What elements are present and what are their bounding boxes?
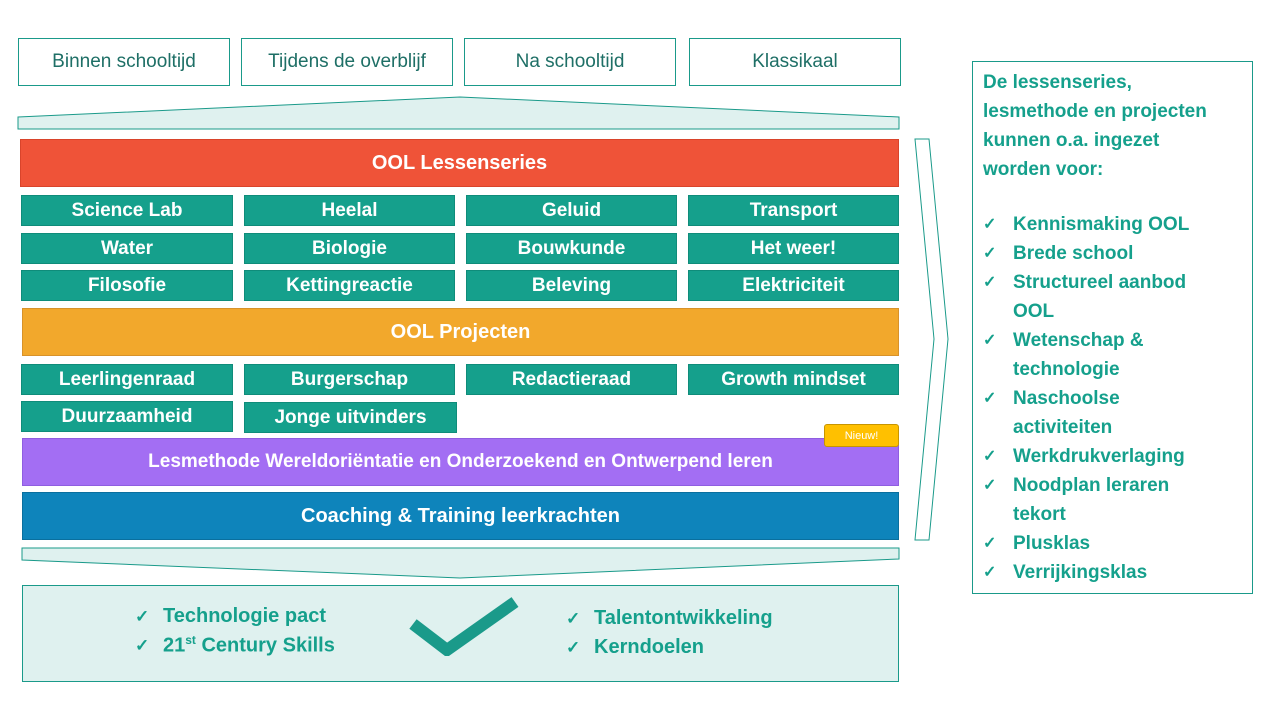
check-icon: ✓	[135, 635, 150, 655]
sidebar-item-label: Plusklas	[1013, 533, 1091, 554]
tile-burgerschap: Burgerschap	[244, 364, 455, 395]
sidebar-item: ✓ Wetenschap & technologie	[983, 326, 1242, 384]
top-chevron-band	[17, 96, 900, 130]
tab-na-schooltijd: Na schooltijd	[464, 38, 676, 86]
tile-kettingreactie: Kettingreactie	[244, 270, 455, 301]
check-icon: ✓	[983, 535, 997, 552]
sidebar-item: ✓ Noodplan leraren tekort	[983, 471, 1242, 529]
check-icon: ✓	[983, 448, 997, 465]
outcome-item-technologie-pact: ✓ Technologie pact	[135, 602, 335, 631]
tab-klassikaal: Klassikaal	[689, 38, 901, 86]
sidebar-title: De lessenseries, lesmethode en projecten…	[983, 72, 1207, 180]
tab-tijdens-de-overblijf: Tijdens de overblijf	[241, 38, 453, 86]
check-icon: ✓	[135, 606, 150, 626]
tab-binnen-schooltijd: Binnen schooltijd	[18, 38, 230, 86]
lessenseries-bar: OOL Lessenseries	[20, 139, 899, 187]
tile-elektriciteit: Elektriciteit	[688, 270, 899, 301]
tile-geluid: Geluid	[466, 195, 677, 226]
tile-het-weer: Het weer!	[688, 233, 899, 264]
sidebar-item: ✓ Verrijkingsklas	[983, 558, 1242, 587]
check-icon: ✓	[566, 637, 581, 657]
sidebar-item-label: Structureel aanbod OOL	[1013, 272, 1187, 322]
outcome-item-label: Kerndoelen	[594, 636, 705, 658]
check-icon: ✓	[983, 564, 997, 581]
outcome-item-label: Talentontwikkeling	[594, 607, 773, 629]
outcome-item-talentontwikkeling: ✓ Talentontwikkeling	[566, 604, 773, 633]
tile-growth-mindset: Growth mindset	[688, 364, 899, 395]
tile-leerlingenraad: Leerlingenraad	[21, 364, 233, 395]
outcome-left-list: ✓ Technologie pact ✓ 21st Century Skills	[135, 602, 335, 660]
sidebar-item-label: Wetenschap & technologie	[1013, 330, 1144, 380]
sidebar-item: ✓ Plusklas	[983, 529, 1242, 558]
bottom-chevron-band	[21, 547, 900, 579]
tile-heelal: Heelal	[244, 195, 455, 226]
tile-redactieraad: Redactieraad	[466, 364, 677, 395]
sidebar-item: ✓ Naschoolse activiteiten	[983, 384, 1242, 442]
lesmethode-bar: Lesmethode Wereldoriëntatie en Onderzoek…	[22, 438, 899, 486]
outcome-box: ✓ Technologie pact ✓ 21st Century Skills…	[22, 585, 899, 682]
outcome-right-list: ✓ Talentontwikkeling ✓ Kerndoelen	[566, 604, 773, 662]
outcome-item-label: 21st Century Skills	[163, 633, 335, 657]
outcome-item-kerndoelen: ✓ Kerndoelen	[566, 633, 773, 662]
projecten-bar: OOL Projecten	[22, 308, 899, 356]
sidebar-item: ✓ Structureel aanbod OOL	[983, 268, 1242, 326]
sidebar-item-label: Naschoolse activiteiten	[1013, 388, 1120, 438]
check-icon: ✓	[983, 477, 997, 494]
sidebar-item-label: Brede school	[1013, 243, 1134, 264]
tile-filosofie: Filosofie	[21, 270, 233, 301]
usage-sidebar: De lessenseries, lesmethode en projecten…	[972, 61, 1253, 594]
check-icon: ✓	[983, 390, 997, 407]
sidebar-item-label: Noodplan leraren tekort	[1013, 475, 1170, 525]
sidebar-item: ✓ Werkdrukverlaging	[983, 442, 1242, 471]
check-icon: ✓	[983, 332, 997, 349]
tile-jonge-uitvinders: Jonge uitvinders	[244, 402, 457, 433]
sidebar-list: ✓ Kennismaking OOL ✓ Brede school ✓ Structure…	[983, 210, 1242, 587]
sidebar-item: ✓ Kennismaking OOL	[983, 210, 1242, 239]
outcome-item-label: Technologie pact	[163, 605, 326, 627]
sidebar-item-label: Verrijkingsklas	[1013, 562, 1148, 583]
sidebar-item: ✓ Brede school	[983, 239, 1242, 268]
new-badge: Nieuw!	[824, 424, 899, 447]
sidebar-item-label: Kennismaking OOL	[1013, 214, 1190, 235]
tile-beleving: Beleving	[466, 270, 677, 301]
tile-science-lab: Science Lab	[21, 195, 233, 226]
tile-duurzaamheid: Duurzaamheid	[21, 401, 233, 432]
check-icon: ✓	[983, 216, 997, 233]
right-chevron-arrow	[914, 138, 949, 541]
check-icon: ✓	[566, 608, 581, 628]
tile-biologie: Biologie	[244, 233, 455, 264]
check-icon: ✓	[983, 274, 997, 291]
tile-transport: Transport	[688, 195, 899, 226]
sidebar-item-label: Werkdrukverlaging	[1013, 446, 1185, 467]
large-check-icon	[409, 597, 519, 656]
tile-water: Water	[21, 233, 233, 264]
tile-bouwkunde: Bouwkunde	[466, 233, 677, 264]
coaching-bar: Coaching & Training leerkrachten	[22, 492, 899, 540]
outcome-item-21st-century-skills: ✓ 21st Century Skills	[135, 631, 335, 660]
check-icon: ✓	[983, 245, 997, 262]
